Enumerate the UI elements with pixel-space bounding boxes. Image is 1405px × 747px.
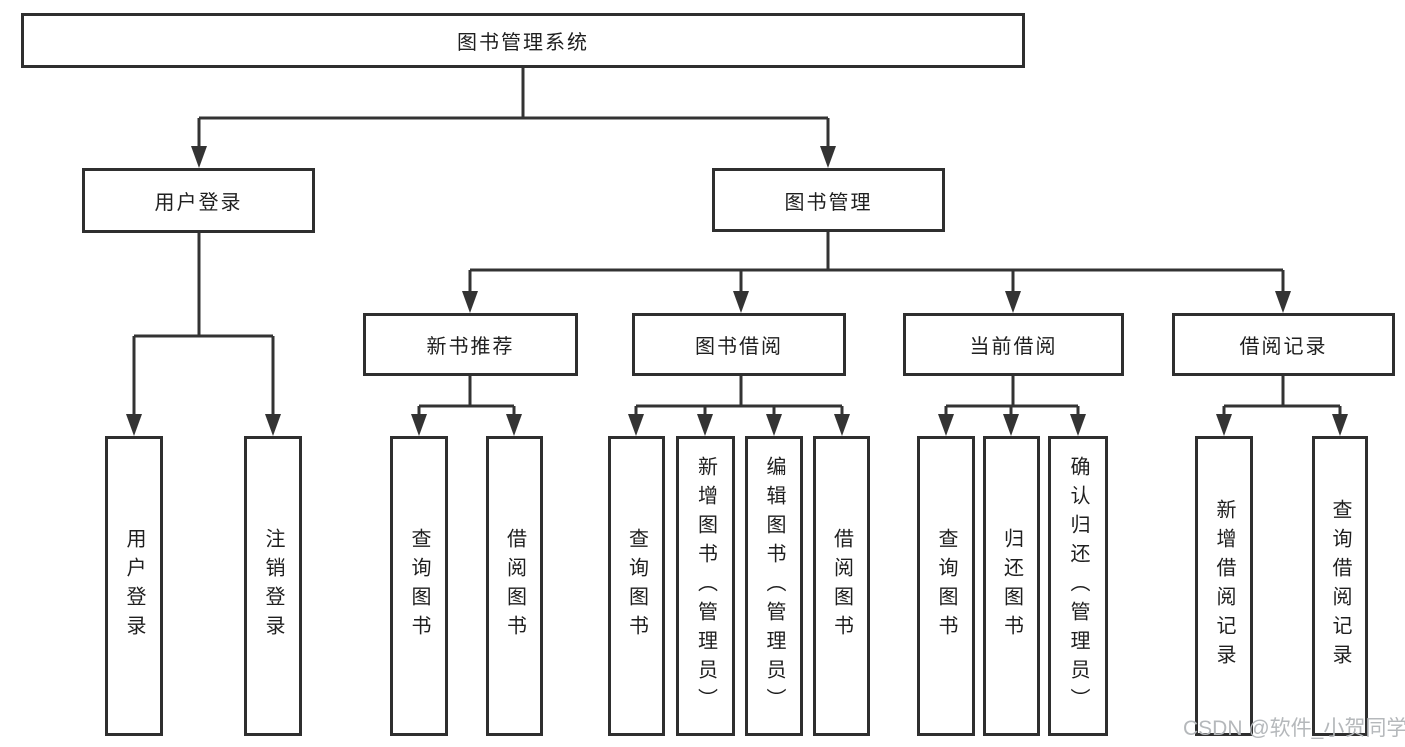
leaf-current-confirm-return-admin-label: 确认归还（管理员） — [1067, 455, 1089, 717]
leaf-borrow-borrow-book: 借阅图书 — [813, 436, 870, 736]
node-root-system: 图书管理系统 — [21, 13, 1025, 68]
leaf-user-login: 用户登录 — [105, 436, 163, 736]
leaf-borrow-query-book-label: 查询图书 — [625, 528, 648, 644]
node-book-management-branch: 图书管理 — [712, 168, 945, 232]
leaf-current-return-book: 归还图书 — [983, 436, 1040, 736]
leaf-borrow-add-book-admin: 新增图书（管理员） — [676, 436, 735, 736]
leaf-borrow-edit-book-admin-label: 编辑图书（管理员） — [763, 455, 785, 717]
leaf-borrow-query-book: 查询图书 — [608, 436, 665, 736]
leaf-current-query-book-label: 查询图书 — [935, 528, 957, 644]
leaf-records-query-record: 查询借阅记录 — [1312, 436, 1368, 736]
leaf-borrow-borrow-book-label: 借阅图书 — [830, 528, 853, 644]
leaf-recommend-borrow-book: 借阅图书 — [486, 436, 543, 736]
leaf-recommend-borrow-book-label: 借阅图书 — [503, 528, 526, 644]
node-user-login-branch: 用户登录 — [82, 168, 315, 233]
leaf-logout-login-label: 注销登录 — [262, 528, 284, 644]
leaf-records-add-record-label: 新增借阅记录 — [1213, 499, 1235, 673]
leaf-recommend-query-book: 查询图书 — [390, 436, 448, 736]
leaf-records-add-record: 新增借阅记录 — [1195, 436, 1253, 736]
leaf-recommend-query-book-label: 查询图书 — [408, 528, 430, 644]
node-module-new-book-recommend: 新书推荐 — [363, 313, 578, 376]
leaf-logout-login: 注销登录 — [244, 436, 302, 736]
leaf-current-confirm-return-admin: 确认归还（管理员） — [1048, 436, 1108, 736]
node-module-current-borrow: 当前借阅 — [903, 313, 1124, 376]
node-module-borrow-records: 借阅记录 — [1172, 313, 1395, 376]
leaf-records-query-record-label: 查询借阅记录 — [1329, 499, 1351, 673]
watermark-text: CSDN @软件_小贺同学 — [1183, 717, 1405, 740]
leaf-user-login-label: 用户登录 — [123, 528, 145, 644]
node-module-book-borrow: 图书借阅 — [632, 313, 846, 376]
leaf-borrow-edit-book-admin: 编辑图书（管理员） — [745, 436, 803, 736]
leaf-current-return-book-label: 归还图书 — [1000, 528, 1023, 644]
leaf-borrow-add-book-admin-label: 新增图书（管理员） — [694, 455, 717, 717]
leaf-current-query-book: 查询图书 — [917, 436, 975, 736]
